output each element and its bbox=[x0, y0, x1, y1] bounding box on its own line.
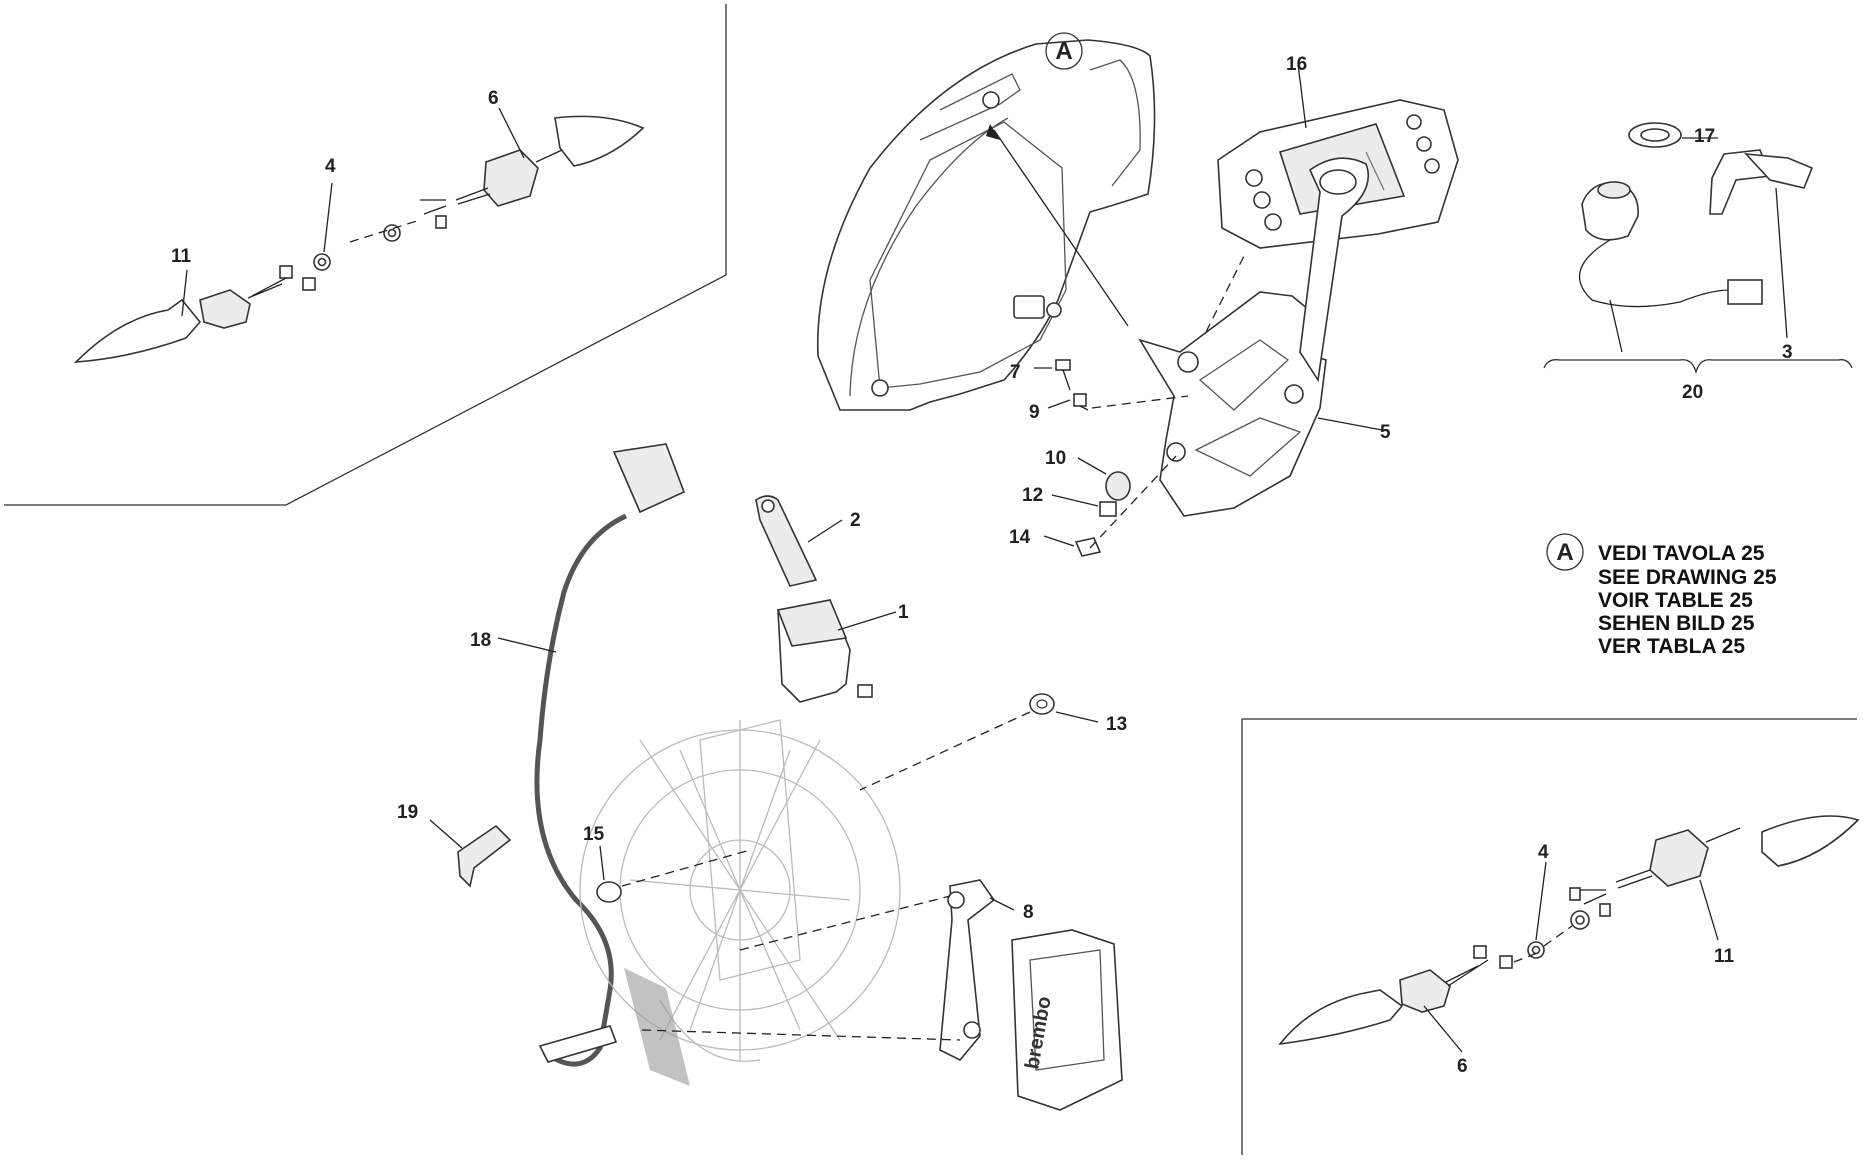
reference-line-4: SEHEN BILD 25 bbox=[1598, 612, 1755, 635]
turn-signal-top-left bbox=[73, 253, 331, 363]
callout-17: 17 bbox=[1694, 126, 1715, 147]
inset-frame-bottom-right bbox=[1241, 718, 1857, 1155]
callout-2: 2 bbox=[850, 510, 861, 531]
clip-19 bbox=[457, 824, 512, 888]
reference-arrow bbox=[993, 129, 1129, 327]
callout-8: 8 bbox=[1023, 902, 1034, 923]
callout-5: 5 bbox=[1380, 422, 1391, 443]
callout-10: 10 bbox=[1045, 448, 1066, 469]
callout-6-bottom: 6 bbox=[1457, 1056, 1468, 1077]
reference-note: A VEDI TAVOLA 25 SEE DRAWING 25 VOIR TAB… bbox=[1546, 533, 1777, 658]
front-wheel-ghost bbox=[579, 719, 901, 1062]
inset-frame-top-left bbox=[4, 4, 727, 506]
turn-signal-bottom-left bbox=[1278, 941, 1545, 1046]
turn-signal-bottom-right bbox=[1569, 815, 1860, 930]
callout-14: 14 bbox=[1009, 527, 1031, 548]
turn-signal-top-right bbox=[383, 115, 645, 242]
relay-1 bbox=[776, 599, 873, 703]
washer-9 bbox=[1073, 393, 1089, 411]
bracket-2 bbox=[755, 495, 818, 587]
rivet-15 bbox=[596, 881, 622, 903]
ignition-switch-group bbox=[1578, 122, 1814, 308]
callout-20: 20 bbox=[1682, 382, 1703, 403]
bolt-7 bbox=[1055, 359, 1071, 391]
reference-line-3: VOIR TABLE 25 bbox=[1598, 589, 1753, 612]
callout-11-bottom: 11 bbox=[1714, 946, 1735, 967]
brake-caliper: brembo bbox=[1011, 929, 1123, 1111]
callout-9: 9 bbox=[1029, 402, 1040, 423]
group-brace-20 bbox=[1543, 359, 1853, 375]
grommet-10 bbox=[1105, 471, 1131, 501]
caliper-bracket-8 bbox=[939, 879, 996, 1061]
tire-tread bbox=[624, 968, 690, 1086]
callout-4-top: 4 bbox=[325, 156, 336, 177]
screw-14 bbox=[1074, 537, 1102, 557]
callout-12: 12 bbox=[1022, 485, 1043, 506]
reference-line-1: VEDI TAVOLA 25 bbox=[1598, 542, 1765, 565]
callout-7: 7 bbox=[1010, 362, 1021, 383]
headlight-bracket bbox=[1138, 157, 1370, 517]
callout-3: 3 bbox=[1782, 342, 1793, 363]
reference-marker bbox=[1045, 32, 1083, 70]
callout-6-top: 6 bbox=[488, 88, 499, 109]
callout-4-bottom: 4 bbox=[1538, 842, 1549, 863]
callout-18: 18 bbox=[470, 630, 491, 651]
reference-line-2: SEE DRAWING 25 bbox=[1598, 566, 1777, 589]
reference-marker-letter: A bbox=[1055, 38, 1072, 65]
wiring-harness bbox=[534, 443, 686, 1067]
callout-1: 1 bbox=[898, 602, 909, 623]
callout-11-top: 11 bbox=[171, 246, 192, 267]
assembly-line bbox=[349, 219, 421, 243]
callout-16: 16 bbox=[1286, 54, 1307, 75]
bush-12 bbox=[1099, 501, 1117, 517]
reference-line-5: VER TABLA 25 bbox=[1598, 635, 1745, 658]
reference-note-marker bbox=[1546, 533, 1584, 571]
circlip-13 bbox=[1029, 693, 1055, 715]
callout-15: 15 bbox=[583, 824, 605, 845]
reference-note-marker-letter: A bbox=[1556, 539, 1573, 566]
callout-19: 19 bbox=[397, 802, 418, 823]
headlight-fairing bbox=[816, 39, 1156, 411]
callout-13: 13 bbox=[1106, 714, 1127, 735]
